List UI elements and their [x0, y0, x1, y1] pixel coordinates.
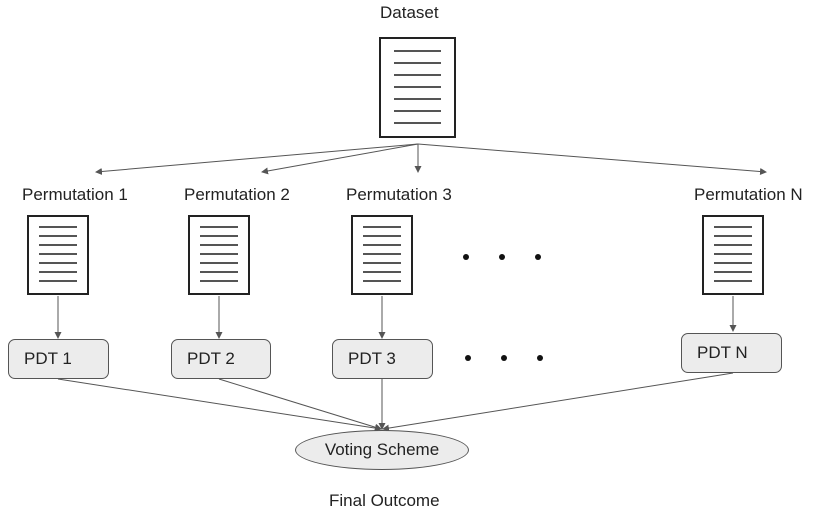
- ellipsis-dot: [465, 355, 471, 361]
- voting-scheme-label: Voting Scheme: [324, 440, 440, 459]
- pdt-n-label: PDT N: [697, 343, 748, 362]
- ellipsis-dot: [501, 355, 507, 361]
- arrow-pdt-n-to-voting: [382, 372, 734, 432]
- permutation-ellipsis: [463, 254, 541, 260]
- permutation-3-label: Permutation 3: [346, 185, 452, 204]
- permutation-1-label: Permutation 1: [22, 185, 128, 204]
- permutation-n-document-icon: [702, 215, 764, 295]
- ellipsis-dot: [499, 254, 505, 260]
- pdt-3-label: PDT 3: [348, 349, 396, 368]
- arrow-dataset-to-perm-n: [417, 143, 767, 176]
- pdt-2-box: PDT 2: [171, 339, 271, 379]
- permutation-3-document-icon: [351, 215, 413, 295]
- permutation-2-label: Permutation 2: [184, 185, 290, 204]
- ellipsis-dot: [463, 254, 469, 260]
- permutation-1-document-icon: [27, 215, 89, 295]
- voting-scheme-ellipse: Voting Scheme: [295, 430, 469, 470]
- ellipsis-dot: [535, 254, 541, 260]
- ellipsis-dot: [537, 355, 543, 361]
- pdt-ellipsis: [465, 355, 543, 361]
- permutation-n-label: Permutation N: [694, 185, 803, 204]
- arrow-dataset-to-perm-2: [261, 143, 419, 175]
- arrow-pdt-2-to-voting: [218, 378, 382, 431]
- pdt-n-box: PDT N: [681, 333, 782, 373]
- pdt-1-label: PDT 1: [24, 349, 72, 368]
- dataset-label: Dataset: [380, 3, 439, 22]
- arrow-pdt-1-to-voting: [57, 378, 382, 432]
- arrow-dataset-to-perm-1: [95, 143, 419, 175]
- dataset-document-icon: [379, 37, 456, 138]
- pdt-1-box: PDT 1: [8, 339, 109, 379]
- final-outcome-label: Final Outcome: [329, 491, 440, 510]
- pdt-3-box: PDT 3: [332, 339, 433, 379]
- permutation-2-document-icon: [188, 215, 250, 295]
- pdt-2-label: PDT 2: [187, 349, 235, 368]
